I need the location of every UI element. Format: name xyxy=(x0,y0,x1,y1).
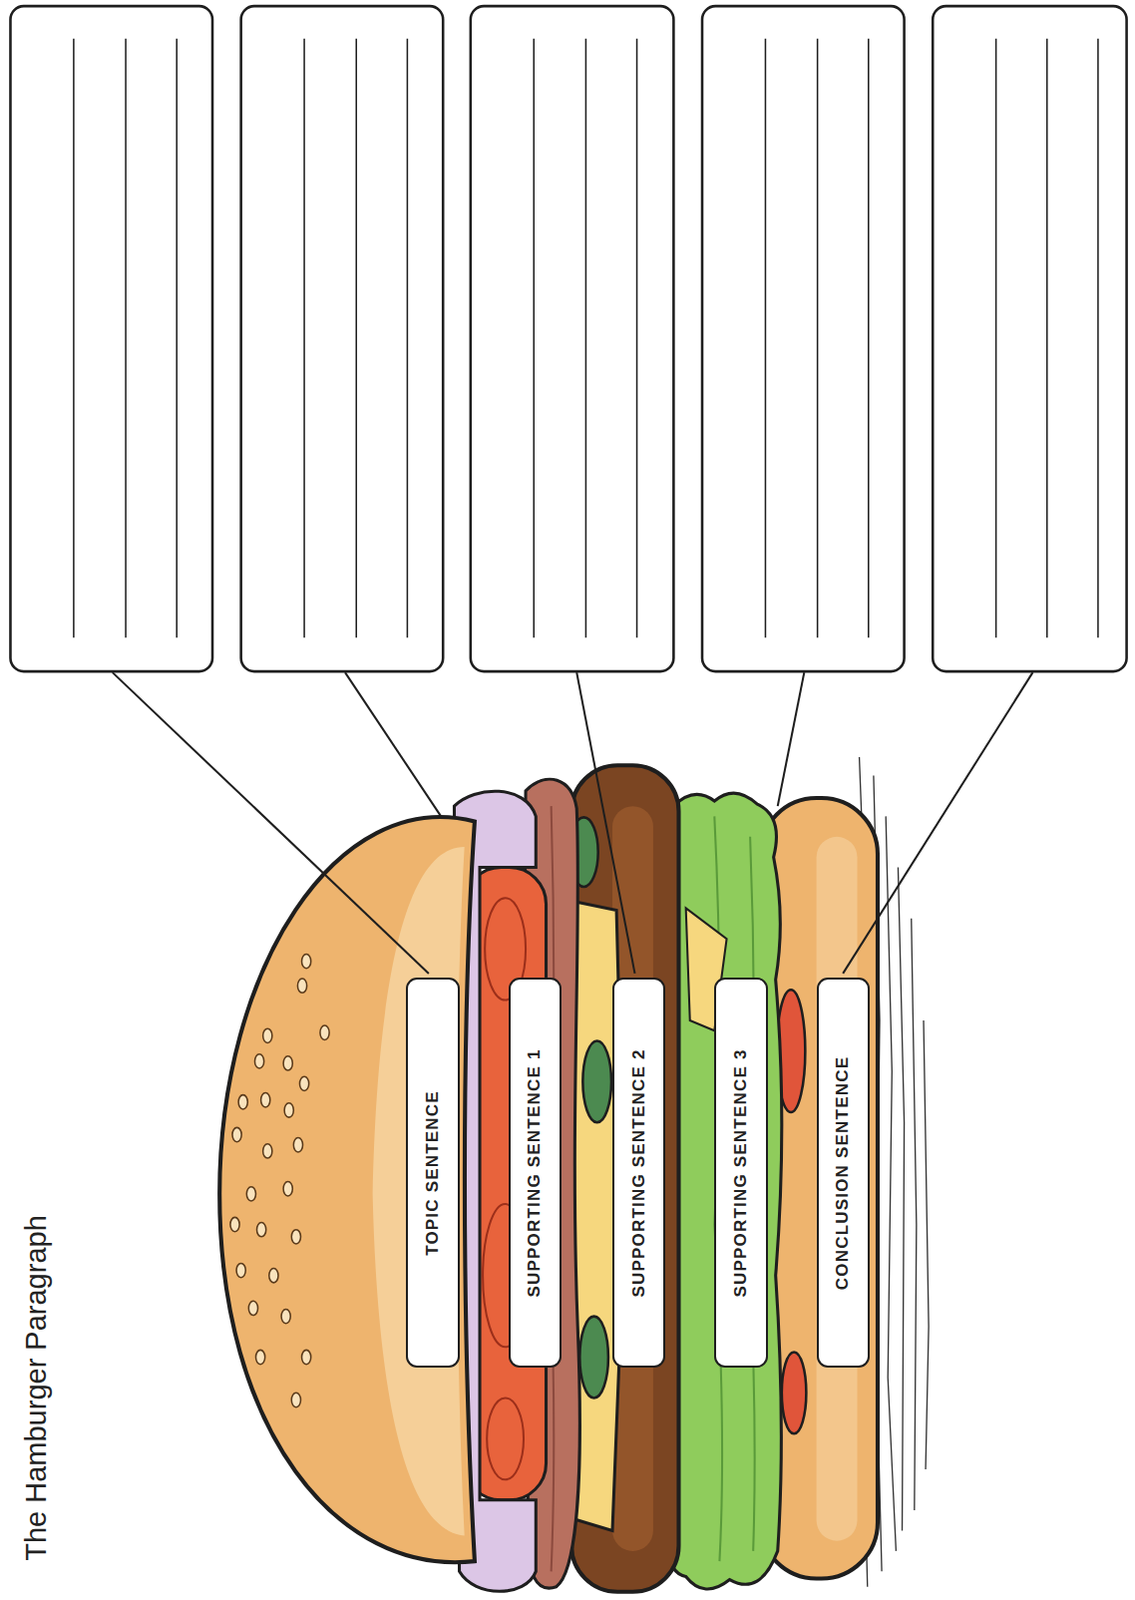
writing-lines xyxy=(73,38,1099,638)
label-text: TOPIC SENTENCE xyxy=(422,1090,443,1256)
label-pill: SUPPORTING SENTENCE 2 xyxy=(612,977,666,1368)
sesame-seeds xyxy=(230,953,330,1407)
label-pill: SUPPORTING SENTENCE 1 xyxy=(508,977,562,1368)
label-text: SUPPORTING SENTENCE 3 xyxy=(731,1048,752,1297)
label-pill: SUPPORTING SENTENCE 3 xyxy=(714,977,767,1368)
top-bun xyxy=(219,816,475,1562)
lettuce xyxy=(665,792,781,1589)
title: The Hamburger Paragraph xyxy=(19,1215,53,1562)
label-text: SUPPORTING SENTENCE 2 xyxy=(629,1048,650,1297)
bun-highlight xyxy=(373,846,465,1535)
leader-lines xyxy=(112,672,1034,974)
label-text: CONCLUSION SENTENCE xyxy=(832,1056,853,1290)
tomato-bit xyxy=(781,1351,807,1434)
label-pill: CONCLUSION SENTENCE xyxy=(816,977,870,1368)
label-pill: TOPIC SENTENCE xyxy=(405,977,459,1368)
writing-boxes xyxy=(9,5,1127,672)
label-text: SUPPORTING SENTENCE 1 xyxy=(524,1048,545,1297)
